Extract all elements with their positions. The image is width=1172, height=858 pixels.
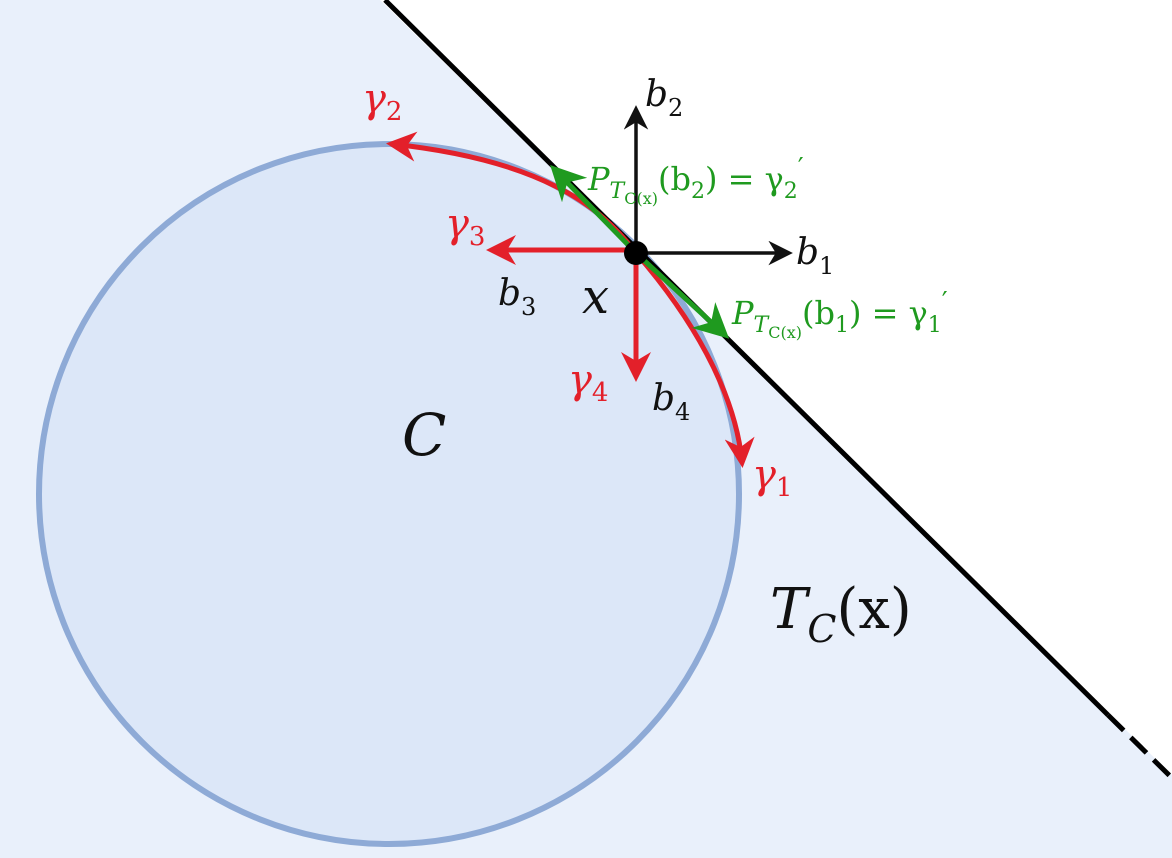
label-b3: b3 xyxy=(498,273,536,321)
label-gamma-3: γ3 xyxy=(445,201,485,252)
projection-arrow-b1 xyxy=(634,251,730,339)
label-b1: b1 xyxy=(796,232,834,280)
label-projection-b2: PTC(x)(b2) = γ2′ xyxy=(587,153,804,208)
curve-gamma-1 xyxy=(634,251,755,468)
point-x-dot xyxy=(624,241,648,265)
label-gamma-2: γ2 xyxy=(362,76,402,127)
tangent-cone-boundary xyxy=(383,0,1110,717)
projection-arrow-b2 xyxy=(550,164,638,255)
label-projection-b1: PTC(x)(b1) = γ1′ xyxy=(731,287,948,342)
label-set-c: C xyxy=(402,401,446,469)
label-tangent-cone: TC(x) xyxy=(770,577,912,651)
label-b4: b4 xyxy=(652,378,690,426)
label-point-x: x xyxy=(582,269,609,325)
tangent-cone-boundary-dashed xyxy=(1106,713,1172,780)
label-gamma-4: γ4 xyxy=(568,357,608,408)
label-gamma-1: γ1 xyxy=(752,452,792,503)
label-b2: b2 xyxy=(645,74,683,122)
